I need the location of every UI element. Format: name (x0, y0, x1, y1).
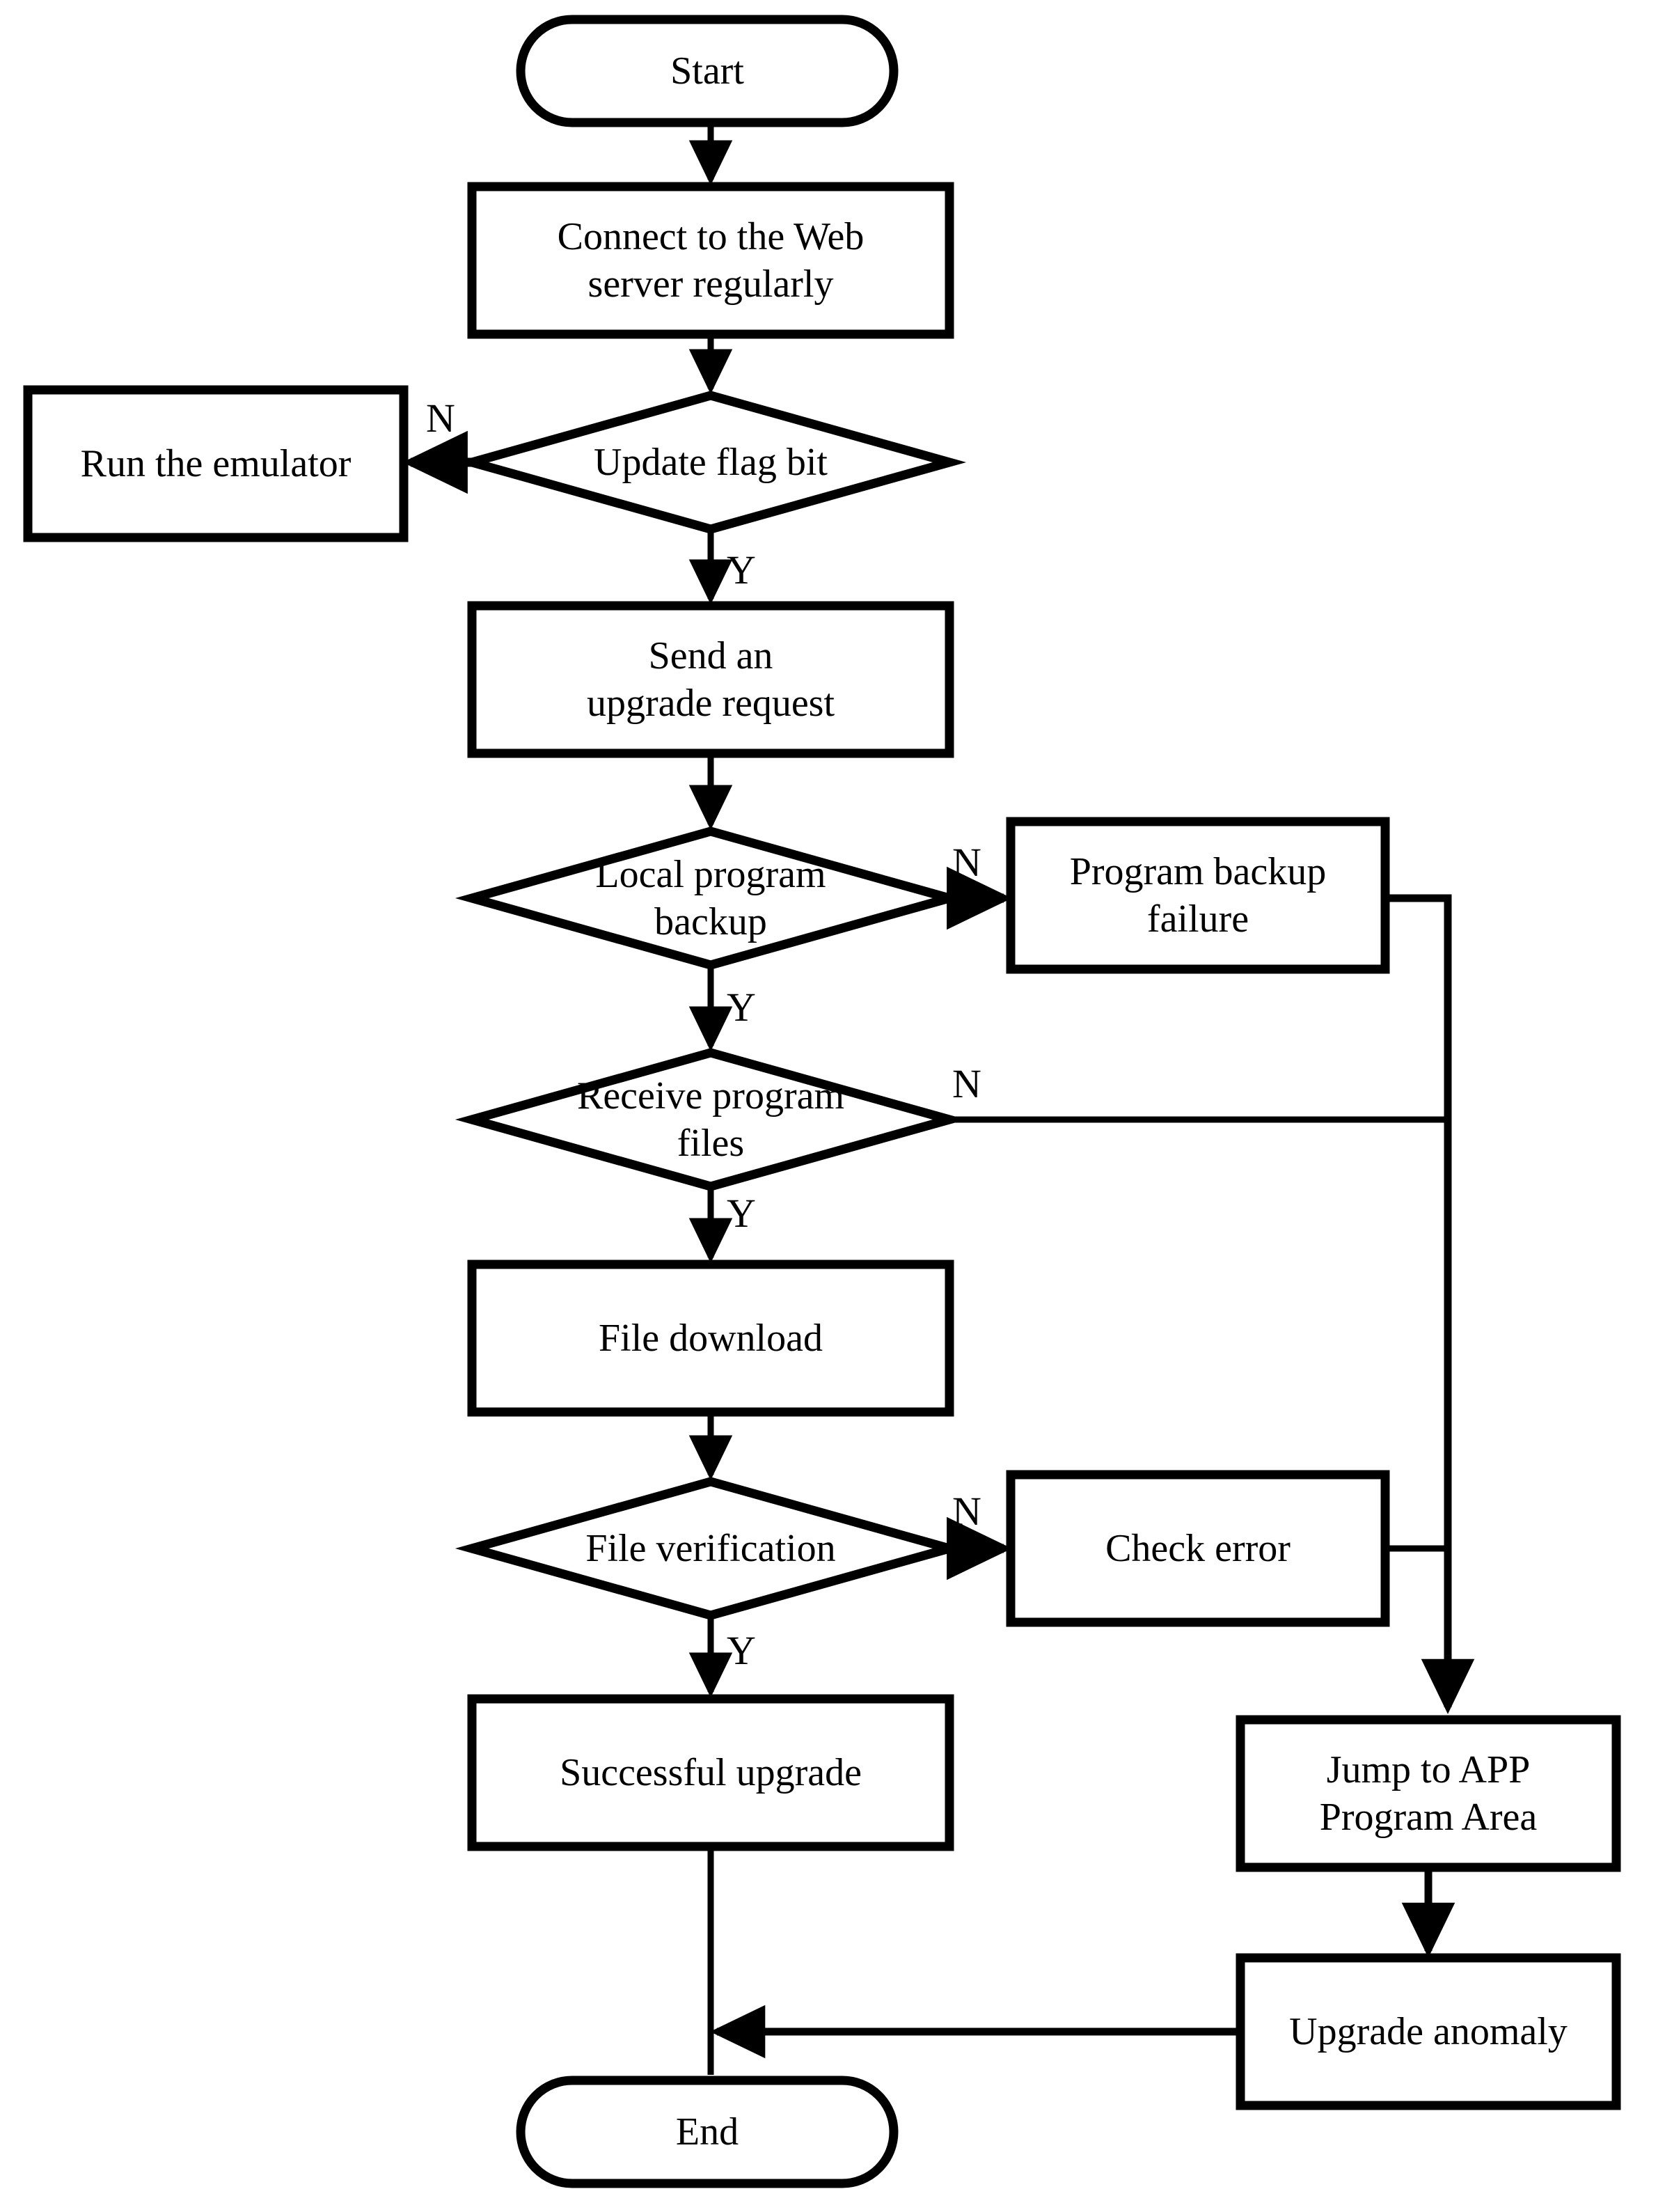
shape-successful-upgrade (467, 1694, 954, 1851)
edge-label-file-verification-yes: Y (727, 1628, 756, 1673)
shape-connect-server (467, 182, 954, 339)
edge-label-local-backup-yes: Y (727, 985, 756, 1030)
edge-backup-failure-to-collector (1385, 894, 1475, 1714)
shape-send-request (467, 601, 954, 758)
edge-label-receive-files-yes: Y (727, 1191, 756, 1236)
shape-file-verification (455, 1477, 967, 1620)
edge-label-update-flag-yes: Y (727, 547, 756, 593)
edge-label-receive-files-no: N (952, 1061, 981, 1106)
edge-label-file-verification-no: N (952, 1489, 981, 1534)
edge-label-local-backup-no: N (952, 840, 981, 885)
shape-upgrade-anomaly (1236, 1953, 1621, 2110)
shape-receive-files (455, 1048, 967, 1191)
shape-file-download (467, 1260, 954, 1417)
shape-end (516, 2076, 899, 2188)
shape-local-backup (455, 826, 967, 970)
shape-check-error (1006, 1470, 1390, 1627)
shape-jump-app (1236, 1715, 1621, 1872)
shape-backup-failure (1006, 817, 1390, 974)
edge-label-update-flag-no: N (426, 395, 455, 441)
shape-update-flag (455, 391, 967, 534)
shape-start (516, 15, 899, 127)
shape-run-emulator (23, 385, 409, 542)
